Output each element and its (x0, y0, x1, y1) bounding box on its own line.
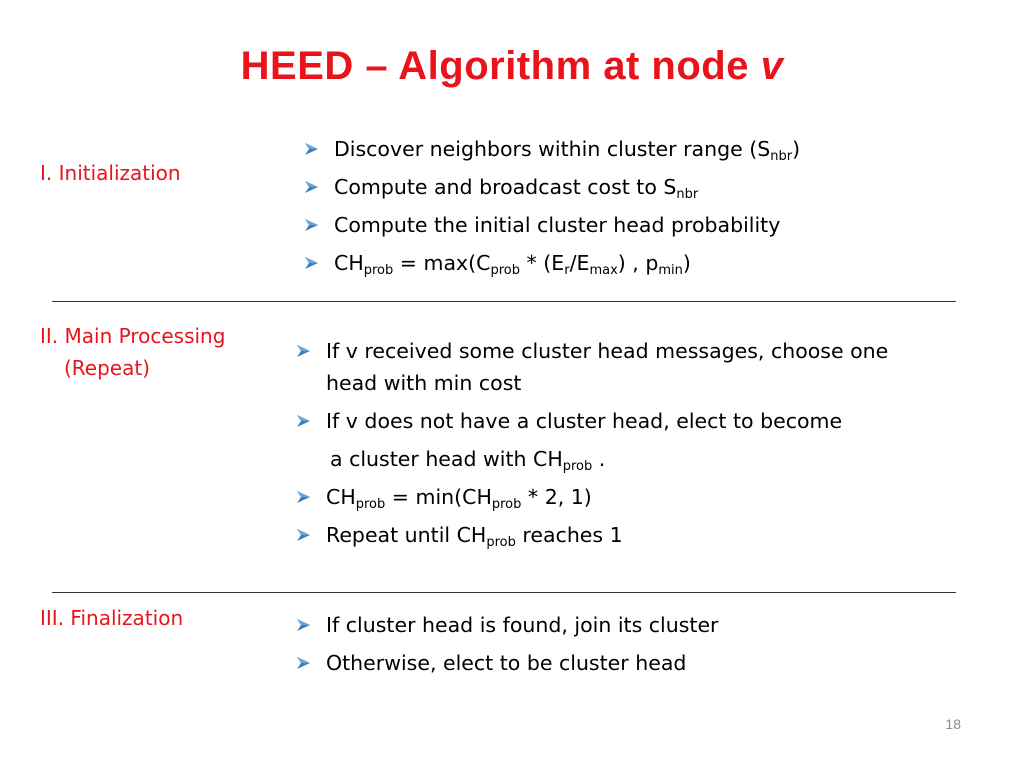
initialization-bullet-list: Discover neighbors within cluster range … (296, 136, 800, 277)
main-processing-bullet-list: If v received some cluster head messages… (288, 338, 888, 549)
arrow-bullet-icon (305, 143, 318, 155)
list-item: Repeat until CHprob reaches 1 (288, 522, 888, 549)
arrow-bullet-icon (305, 257, 318, 269)
list-item: Discover neighbors within cluster range … (296, 136, 800, 163)
arrow-bullet-icon (297, 345, 310, 357)
list-item: Compute the initial cluster head probabi… (296, 212, 800, 238)
list-item: If v received some cluster head messages… (288, 338, 888, 396)
section-label-initialization: I. Initialization (40, 161, 181, 185)
arrow-bullet-icon (305, 181, 318, 193)
title-italic-var: v (760, 44, 784, 88)
arrow-bullet-icon (297, 619, 310, 631)
title-main: HEED – Algorithm at node (240, 44, 761, 88)
section-divider (52, 592, 956, 593)
list-item: Compute and broadcast cost to Snbr (296, 174, 800, 201)
section-label-main-processing: II. Main Processing (Repeat) (40, 324, 226, 380)
list-item: CHprob = min(CHprob * 2, 1) (288, 484, 888, 511)
list-item: If v does not have a cluster head, elect… (288, 408, 888, 473)
arrow-bullet-icon (297, 415, 310, 427)
list-item: If cluster head is found, join its clust… (288, 612, 718, 638)
slide-title: HEED – Algorithm at node v (0, 44, 1024, 89)
finalization-bullet-list: If cluster head is found, join its clust… (288, 612, 718, 676)
list-item: Otherwise, elect to be cluster head (288, 650, 718, 676)
section-label-finalization: III. Finalization (40, 606, 184, 630)
section-divider (52, 301, 956, 302)
arrow-bullet-icon (297, 657, 310, 669)
arrow-bullet-icon (297, 491, 310, 503)
list-item: CHprob = max(Cprob * (Er/Emax) , pmin) (296, 250, 800, 277)
page-number: 18 (945, 716, 961, 732)
arrow-bullet-icon (305, 219, 318, 231)
arrow-bullet-icon (297, 529, 310, 541)
